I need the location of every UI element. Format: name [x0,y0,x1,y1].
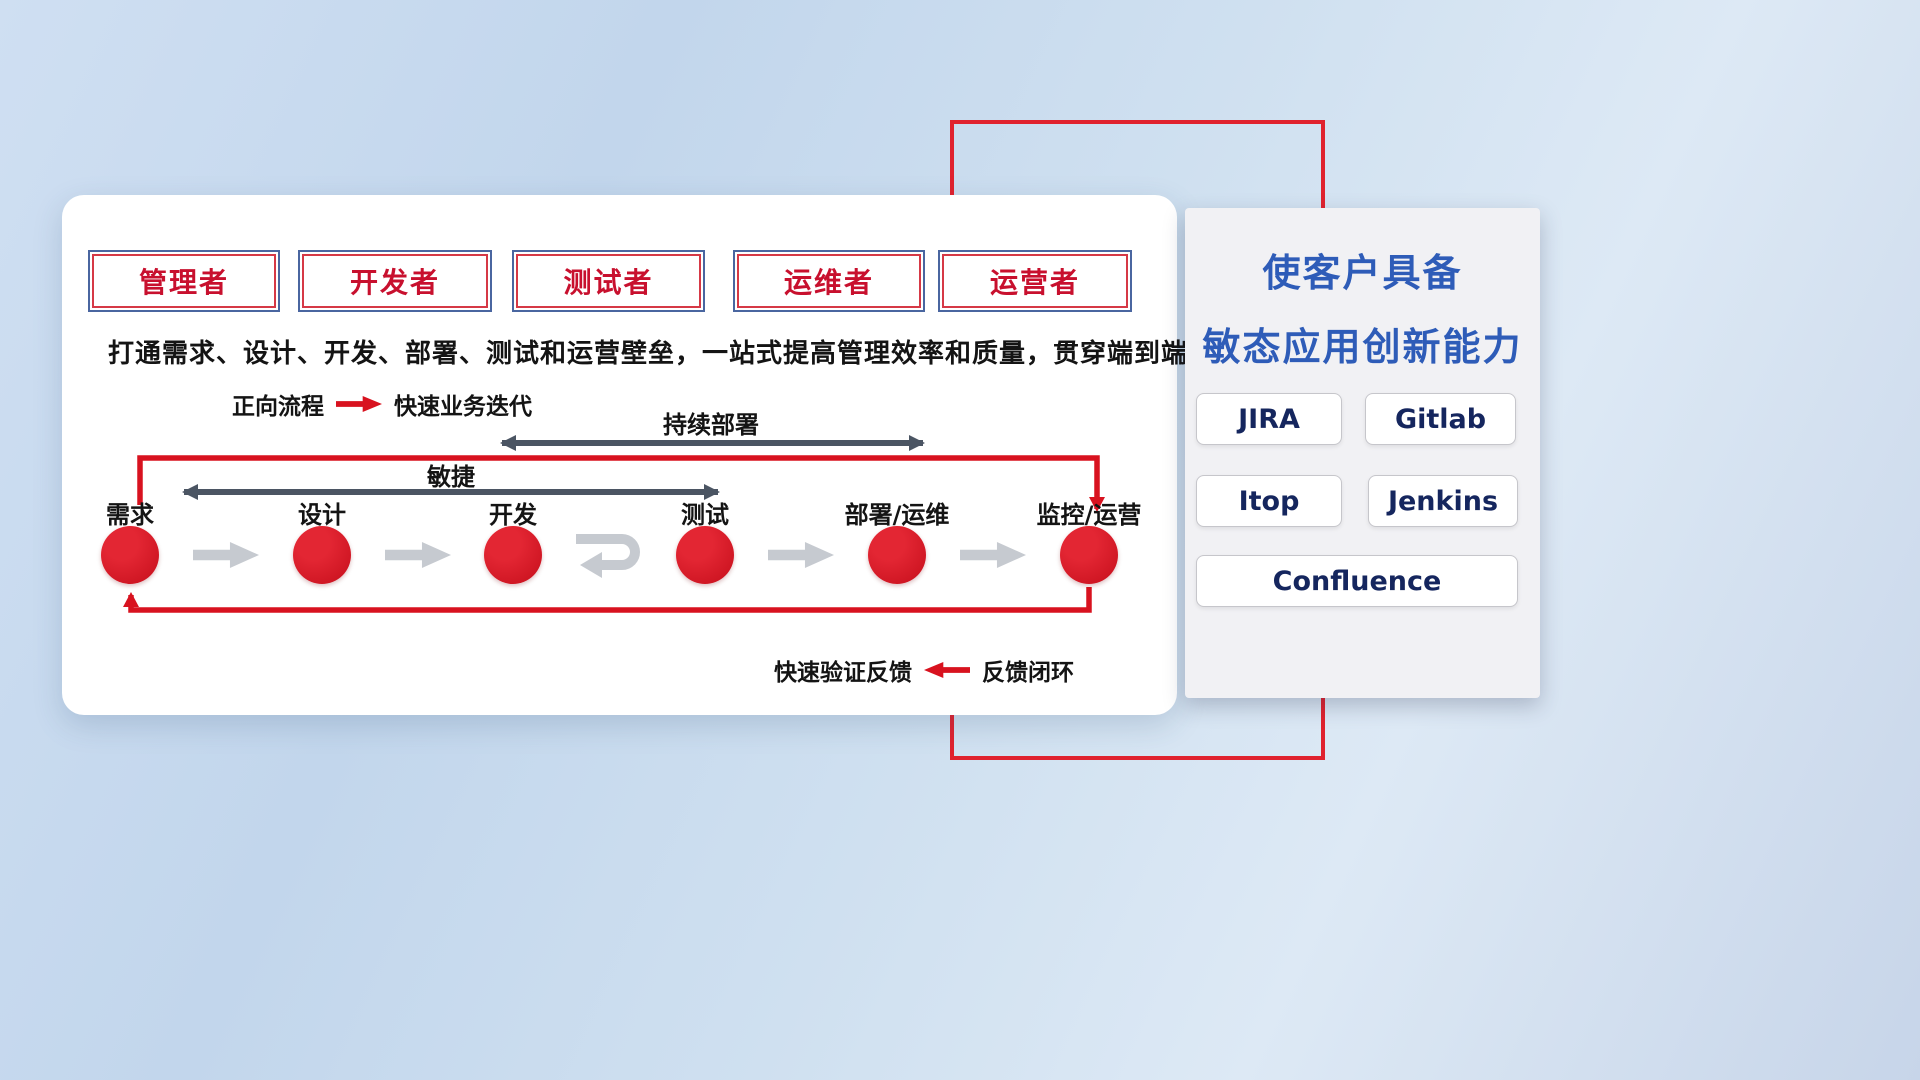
tool-chip-confluence: Confluence [1196,555,1518,607]
tool-chip-jenkins: Jenkins [1368,475,1518,527]
stage-label-development: 开发 [489,501,537,529]
devops-flow-card: 管理者 开发者 测试者 运维者 运营者 打通需求、设计、开发、部署、测试和运营壁… [62,195,1270,715]
stage-label-monitor-ops: 监控/运营 [1036,501,1142,529]
feedback-label: 反馈闭环 [982,660,1074,686]
iteration-loop-icon [576,534,640,578]
stage-node-requirements [101,526,159,584]
role-label: 运维者 [783,266,874,299]
role-label: 开发者 [349,266,440,299]
stage-node-development [484,526,542,584]
role-box-operator: 运营者 [938,250,1132,312]
forward-arrow-icon [336,396,382,412]
role-box-ops: 运维者 [733,250,925,312]
forward-flow-legend: 正向流程 快速业务迭代 [232,387,532,421]
continuous-deploy-label: 持续部署 [663,411,759,439]
flow-arrow-icon [193,542,259,568]
forward-flow-label: 正向流程 [232,394,324,420]
flow-arrow-icon [768,542,834,568]
stage-node-design [293,526,351,584]
tools-panel: 使客户具备 敏态应用创新能力 JIRA Gitlab Itop Jenkins … [1185,208,1540,698]
role-box-developer: 开发者 [298,250,492,312]
stage-node-monitor-ops [1060,526,1118,584]
tool-chip-jira: JIRA [1196,393,1342,445]
feedback-desc: 快速验证反馈 [774,660,912,686]
stage-label-deploy-ops: 部署/运维 [844,501,950,529]
role-box-manager: 管理者 [88,250,280,312]
stage-label-requirements: 需求 [106,501,154,529]
card-subtitle: 打通需求、设计、开发、部署、测试和运营壁垒，一站式提高管理效率和质量，贯穿端到端… [108,339,1270,369]
panel-title-line2: 敏态应用创新能力 [1202,325,1523,369]
stage-node-deploy-ops [868,526,926,584]
stage-label-testing: 测试 [681,501,729,529]
stage-label-design: 设计 [298,501,346,529]
feedback-arrow-icon [924,662,970,678]
role-label: 运营者 [989,266,1080,299]
flow-arrow-icon [385,542,451,568]
stage-node-testing [676,526,734,584]
tool-chip-gitlab: Gitlab [1365,393,1516,445]
tool-chip-itop: Itop [1196,475,1342,527]
role-label: 管理者 [138,266,229,299]
forward-flow-desc: 快速业务迭代 [394,394,532,420]
role-box-tester: 测试者 [512,250,705,312]
panel-title-line1: 使客户具备 [1262,251,1463,295]
feedback-legend: 快速验证反馈 反馈闭环 [774,653,1074,687]
agile-label: 敏捷 [427,463,475,491]
flow-arrow-icon [960,542,1026,568]
role-label: 测试者 [563,266,654,299]
